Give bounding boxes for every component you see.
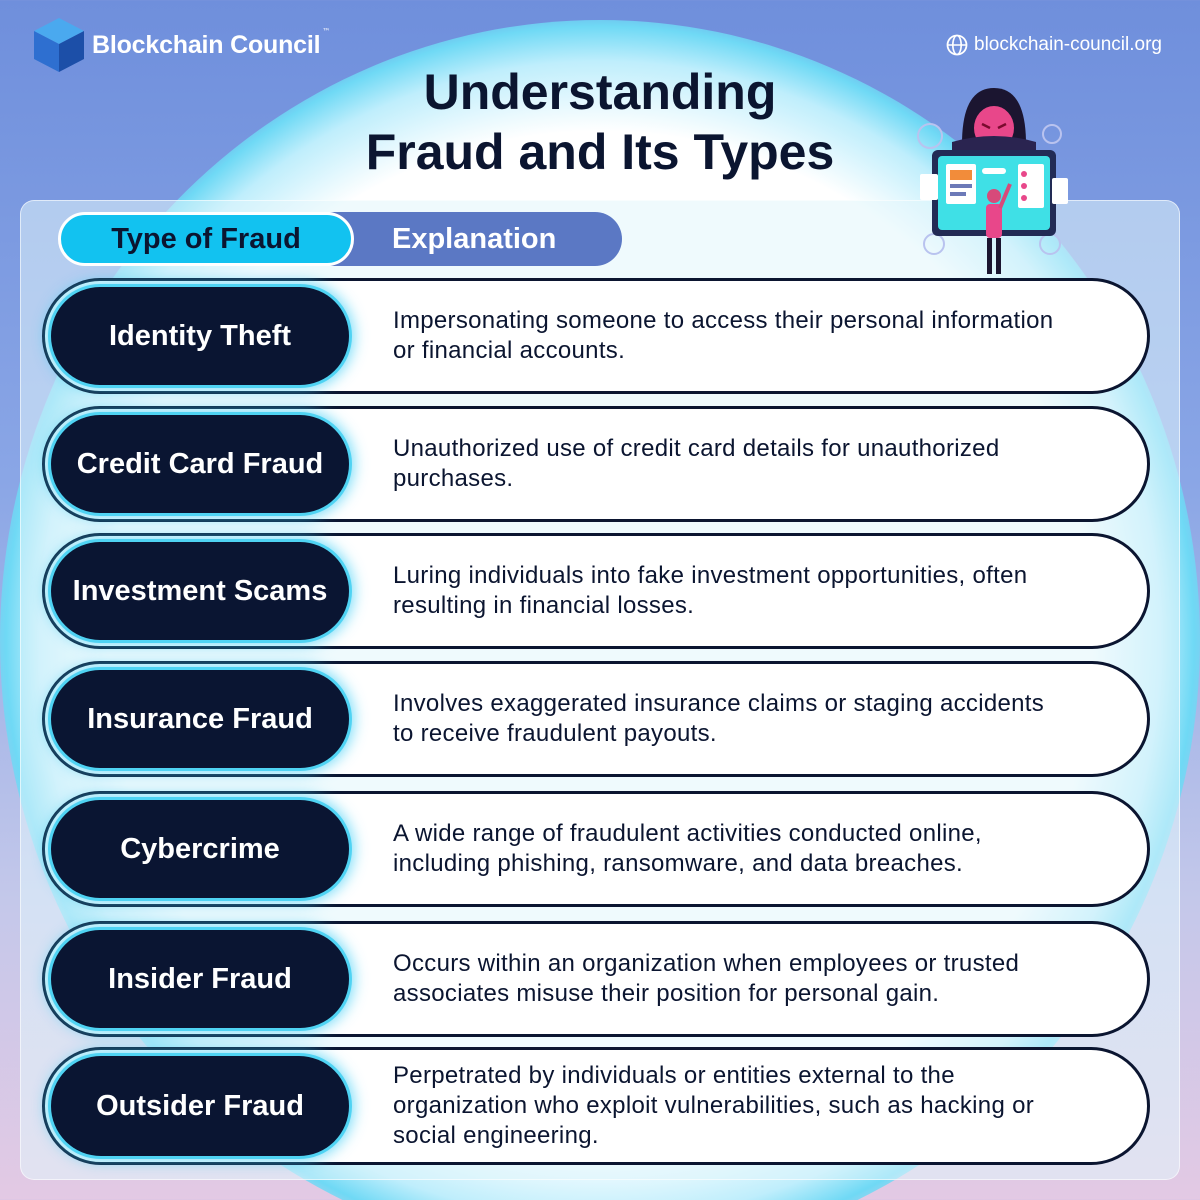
fraud-explanation: Occurs within an organization when emplo… bbox=[393, 924, 1117, 1034]
explanation-line: resulting in financial losses. bbox=[393, 592, 695, 619]
explanation-line: A wide range of fraudulent activities co… bbox=[393, 820, 982, 847]
explanation-line: purchases. bbox=[393, 465, 514, 492]
globe-icon bbox=[946, 34, 968, 56]
brand-logo[interactable]: Blockchain Council ™ bbox=[32, 16, 330, 74]
site-link[interactable]: blockchain-council.org bbox=[946, 34, 1162, 56]
explanation-line: Impersonating someone to access their pe… bbox=[393, 307, 1054, 334]
explanation-line: Perpetrated by individuals or entities e… bbox=[393, 1062, 955, 1089]
tab-explanation[interactable]: Explanation bbox=[308, 212, 622, 266]
explanation-line: including phishing, ransomware, and data… bbox=[393, 850, 964, 877]
fraud-type-label: Outsider Fraud bbox=[51, 1056, 349, 1156]
fraud-explanation: Luring individuals into fake investment … bbox=[393, 536, 1117, 646]
fraud-row: Outsider Fraud Perpetrated by individual… bbox=[42, 1047, 1150, 1165]
explanation-line: associates misuse their position for per… bbox=[393, 980, 940, 1007]
fraud-row: Cybercrime A wide range of fraudulent ac… bbox=[42, 791, 1150, 907]
fraud-explanation: Unauthorized use of credit card details … bbox=[393, 409, 1117, 519]
fraud-type-label: Identity Theft bbox=[51, 287, 349, 385]
fraud-explanation: Impersonating someone to access their pe… bbox=[393, 281, 1117, 391]
explanation-line: organization who exploit vulnerabilities… bbox=[393, 1092, 1035, 1119]
fraud-type-label: Insurance Fraud bbox=[51, 670, 349, 768]
explanation-line: Involves exaggerated insurance claims or… bbox=[393, 690, 1045, 717]
tab-type-of-fraud[interactable]: Type of Fraud bbox=[58, 212, 354, 266]
explanation-line: or financial accounts. bbox=[393, 337, 626, 364]
fraud-explanation: Perpetrated by individuals or entities e… bbox=[393, 1050, 1117, 1162]
fraud-type-label: Insider Fraud bbox=[51, 930, 349, 1028]
fraud-row: Credit Card Fraud Unauthorized use of cr… bbox=[42, 406, 1150, 522]
fraud-row: Identity Theft Impersonating someone to … bbox=[42, 278, 1150, 394]
explanation-line: to receive fraudulent payouts. bbox=[393, 720, 717, 747]
hacker-illustration bbox=[917, 88, 1068, 274]
fraud-row: Insurance Fraud Involves exaggerated ins… bbox=[42, 661, 1150, 777]
title-line-2: Fraud and Its Types bbox=[365, 124, 835, 180]
fraud-type-label: Cybercrime bbox=[51, 800, 349, 898]
cube-logo-icon bbox=[32, 16, 86, 74]
fraud-explanation: Involves exaggerated insurance claims or… bbox=[393, 664, 1117, 774]
explanation-line: Luring individuals into fake investment … bbox=[393, 562, 1028, 589]
column-tabs: Explanation Type of Fraud bbox=[58, 212, 622, 266]
trademark-symbol: ™ bbox=[322, 26, 331, 36]
explanation-line: Unauthorized use of credit card details … bbox=[393, 435, 1000, 462]
fraud-type-label: Investment Scams bbox=[51, 542, 349, 640]
fraud-row: Investment Scams Luring individuals into… bbox=[42, 533, 1150, 649]
site-url: blockchain-council.org bbox=[974, 34, 1162, 55]
fraud-row: Insider Fraud Occurs within an organizat… bbox=[42, 921, 1150, 1037]
brand-name: Blockchain Council bbox=[92, 30, 321, 59]
fraud-type-label: Credit Card Fraud bbox=[51, 415, 349, 513]
title-line-1: Understanding bbox=[423, 64, 777, 120]
explanation-line: social engineering. bbox=[393, 1122, 599, 1149]
fraud-explanation: A wide range of fraudulent activities co… bbox=[393, 794, 1117, 904]
explanation-line: Occurs within an organization when emplo… bbox=[393, 950, 1020, 977]
page-title: Understanding Fraud and Its Types bbox=[300, 62, 900, 182]
